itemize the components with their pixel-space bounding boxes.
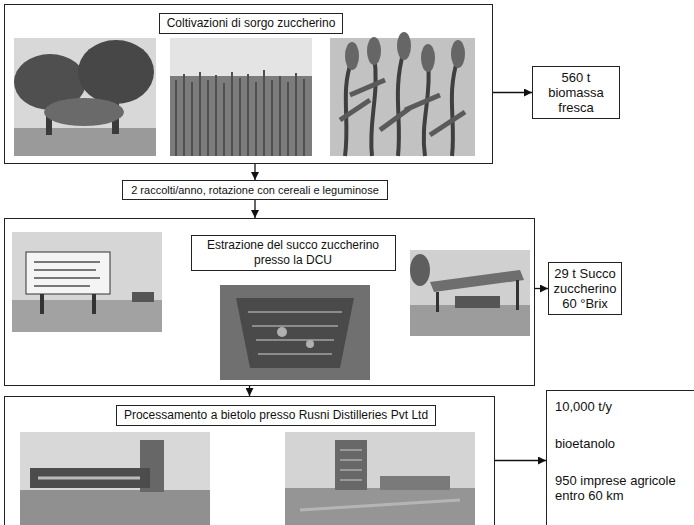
photo-ground	[410, 305, 530, 336]
photo-leaves	[340, 80, 465, 135]
photo-board	[26, 252, 110, 294]
photo-bolt	[277, 327, 287, 337]
flow-arrow	[254, 164, 255, 180]
photo-bolt	[306, 340, 314, 348]
photo-gate-sign	[38, 477, 140, 480]
photo-trees	[14, 38, 156, 156]
photo-stalks	[176, 70, 304, 156]
flow-arrow	[249, 386, 250, 396]
photo-trough	[236, 298, 354, 368]
photo-bushes	[44, 98, 124, 126]
photo-shed	[410, 250, 530, 336]
photo-sorghum	[330, 32, 475, 156]
output-box: 560 t biomassa fresca	[532, 66, 620, 119]
flow-arrow	[254, 200, 255, 218]
photo-ground	[20, 490, 210, 525]
photo-sky	[170, 38, 312, 156]
stage-panel: Processamento a bietolo presso Rusni Dis…	[4, 396, 495, 525]
flow-arrow	[535, 288, 548, 289]
photo-field	[170, 38, 312, 156]
photo-panicle	[397, 32, 411, 60]
output-box: 29 t Succo zuccherino 60 °Brix	[548, 262, 622, 315]
photo-panicle	[451, 40, 465, 68]
photo-road	[300, 500, 460, 510]
photo-sky	[14, 38, 156, 156]
photo-ground	[14, 128, 156, 156]
box-text: 560 t biomassa fresca	[537, 70, 615, 115]
photo-plant	[285, 432, 475, 525]
box-text: 10,000 t/y	[555, 399, 689, 414]
photo-sky	[410, 250, 530, 336]
photo-tower	[335, 440, 367, 490]
flow-arrow	[493, 92, 532, 93]
photo-board-lines	[34, 262, 100, 286]
box-text: 2 raccolti/anno, rotazione con cereali e…	[131, 183, 379, 197]
stage-heading: Coltivazioni di sorgo zuccherino	[159, 13, 344, 34]
photo-tree	[410, 254, 430, 286]
output-box: 10,000 t/y bioetanolo 950 imprese agricole…	[546, 390, 694, 525]
stage-panel: Coltivazioni di sorgo zuccherino	[4, 4, 493, 164]
photo-panicle	[345, 42, 359, 70]
photo-panicle	[421, 44, 435, 72]
photo-machinery	[455, 296, 500, 308]
process-note: 2 raccolti/anno, rotazione con cereali e…	[122, 180, 388, 200]
photo-building	[380, 476, 450, 490]
photo-ground	[285, 488, 475, 525]
photo-gate-wall	[30, 468, 150, 488]
box-text: 29 t Succo zuccherino 60 °Brix	[553, 266, 617, 311]
photo-floors	[340, 450, 362, 480]
flow-arrow	[495, 460, 546, 461]
photo-foliage	[78, 40, 154, 104]
photo-sky	[12, 232, 162, 332]
photo-post	[436, 292, 439, 312]
photo-sign	[12, 232, 162, 332]
photo-sky	[20, 432, 210, 525]
stage-panel: Estrazione del succo zuccherino presso l…	[4, 218, 535, 386]
photo-rollers	[248, 312, 342, 354]
box-text: 950 imprese agricole entro 60 km	[555, 473, 689, 503]
photo-crusher	[220, 285, 370, 380]
photo-sky	[285, 432, 475, 525]
photo-roof	[430, 270, 524, 292]
box-text: bioetanolo	[555, 436, 689, 451]
stage-heading: Processamento a bietolo presso Rusni Dis…	[116, 405, 436, 426]
photo-machine	[220, 285, 370, 380]
photo-post	[516, 280, 519, 310]
stage-heading: Estrazione del succo zuccherino presso l…	[191, 235, 396, 271]
photo-distillery	[20, 432, 210, 525]
photo-ground	[12, 300, 162, 332]
photo-figure	[132, 292, 154, 302]
photo-panicle	[367, 37, 381, 65]
